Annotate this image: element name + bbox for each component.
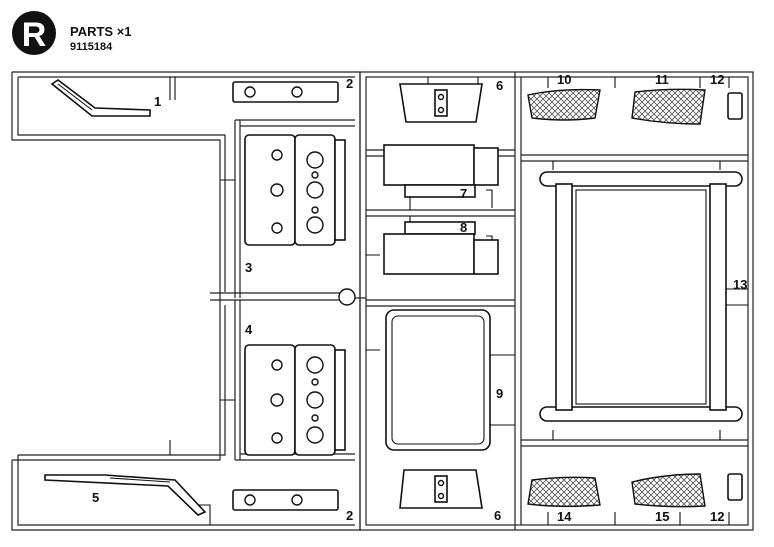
sprue-letter-badge (12, 11, 56, 55)
part-6-bottom-lamp: 6 (399, 469, 501, 523)
part-12-bottom-label: 12 (710, 509, 724, 524)
part-3-panel: 3 (244, 134, 346, 275)
part-8-label: 8 (460, 220, 467, 235)
part-11-grille: 11 (631, 72, 706, 125)
part-1-label: 1 (154, 94, 161, 109)
part-number-code: 9115184 (70, 41, 113, 53)
part-15-label: 15 (655, 509, 669, 524)
part-5-wiper: 5 (44, 474, 207, 516)
part-2-bottom-bracket: 2 (232, 489, 353, 523)
part-3-label: 3 (245, 260, 252, 275)
part-10-grille: 10 (527, 72, 601, 121)
part-11-label: 11 (655, 72, 669, 87)
part-9-label: 9 (496, 386, 503, 401)
sprue-header: R PARTS ×1 9115184 (12, 11, 132, 55)
part-15-grille: 15 (631, 473, 706, 524)
part-6-bottom-label: 6 (494, 508, 501, 523)
parts-quantity-title: PARTS ×1 (70, 24, 132, 39)
part-14-label: 14 (557, 509, 572, 524)
part-7-label: 7 (460, 186, 467, 201)
sprue-letter: R (22, 16, 47, 54)
part-7-block: 7 (383, 144, 499, 201)
part-1-wiper: 1 (50, 79, 161, 117)
sprue-frame (11, 71, 754, 531)
part-13-label: 13 (733, 277, 747, 292)
part-12-top-light: 12 (710, 72, 743, 120)
part-4-label: 4 (245, 322, 253, 337)
part-12-top-label: 12 (710, 72, 724, 87)
part-6-top-label: 6 (496, 78, 503, 93)
part-2-top-bracket: 2 (232, 76, 353, 103)
part-14-grille: 14 (527, 476, 601, 524)
part-13-frame: 13 (539, 171, 747, 422)
part-8-block: 8 (383, 220, 499, 275)
part-5-label: 5 (92, 490, 99, 505)
part-6-top-lamp: 6 (399, 78, 503, 123)
part-2-top-label: 2 (346, 76, 353, 91)
part-12-bottom-light: 12 (710, 473, 743, 524)
part-9-window: 9 (385, 309, 503, 451)
part-10-label: 10 (557, 72, 571, 87)
part-2-bottom-label: 2 (346, 508, 353, 523)
part-4-panel: 4 (244, 322, 346, 456)
